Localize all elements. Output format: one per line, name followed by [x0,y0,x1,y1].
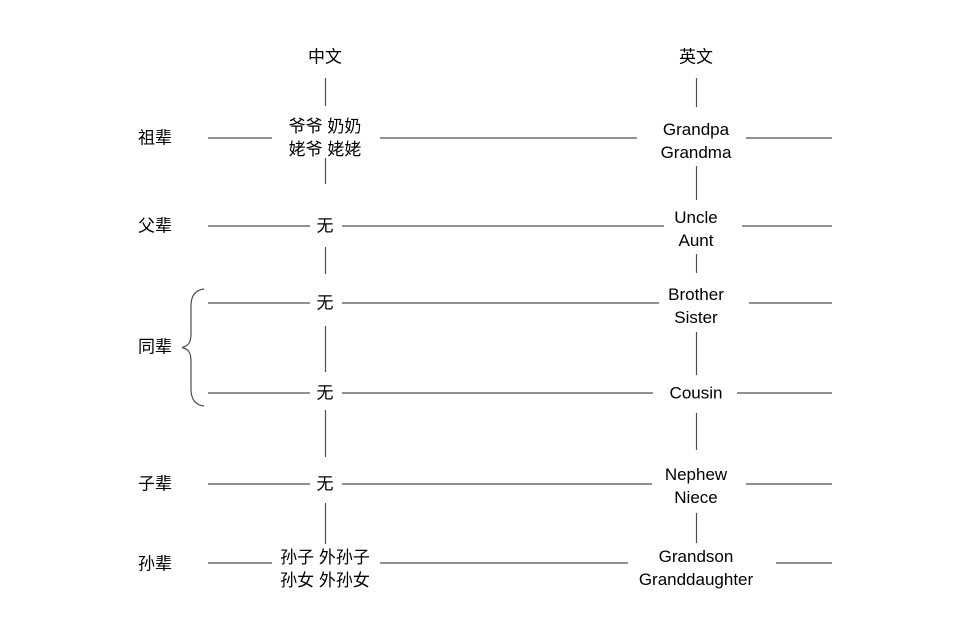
node-text-line: Grandpa [662,120,730,139]
node-en-siblings: Brother Sister [668,283,724,329]
node-en-grandparent: Grandpa Grandma [661,118,732,164]
node-text-line: 孙子 外孙子 [280,548,370,567]
node-text-line: Uncle [674,208,718,227]
same-generation-brace [181,288,205,407]
node-text-line: Cousin [669,383,723,403]
node-text-line: Brother [668,285,724,304]
node-text-line: Niece [674,488,718,507]
node-cn-grandparent: 爷爷 奶奶 姥爷 姥姥 [289,115,362,161]
node-cn-grandchild: 孙子 外孙子 孙女 外孙女 [280,546,370,592]
node-text-line: 姥爷 姥姥 [288,140,362,159]
node-cn-child: 无 [317,473,334,496]
node-text-line: Grandson [658,547,734,566]
node-text-line: 无 [316,383,334,403]
node-text-line: 孙女 外孙女 [280,571,370,590]
column-header-chinese: 中文 [308,47,342,67]
node-en-parent: Uncle Aunt [674,206,717,252]
node-text-line: Nephew [664,465,728,484]
generation-label-same: 同辈 [138,337,172,357]
node-en-cousins: Cousin [670,382,723,405]
node-text-line: Grandma [660,143,732,162]
generation-label-parent: 父辈 [138,216,172,236]
node-text-line: Sister [674,308,718,327]
node-en-grandchild: Grandson Granddaughter [639,545,753,591]
generation-label-child: 子辈 [138,474,172,494]
node-cn-cousins: 无 [317,382,334,405]
node-text-line: 无 [316,474,334,494]
node-cn-siblings: 无 [317,292,334,315]
connector-lines [181,78,832,564]
node-text-line: Aunt [678,231,714,250]
column-header-english: 英文 [679,47,713,67]
node-text-line: Granddaughter [638,570,754,589]
node-en-child: Nephew Niece [665,463,727,509]
node-text-line: 无 [316,216,334,236]
node-text-line: 无 [316,293,334,313]
node-cn-parent: 无 [317,215,334,238]
generation-label-grandchild: 孙辈 [138,554,172,574]
node-text-line: 爷爷 奶奶 [288,117,362,136]
generation-label-grandparent: 祖辈 [138,128,172,148]
